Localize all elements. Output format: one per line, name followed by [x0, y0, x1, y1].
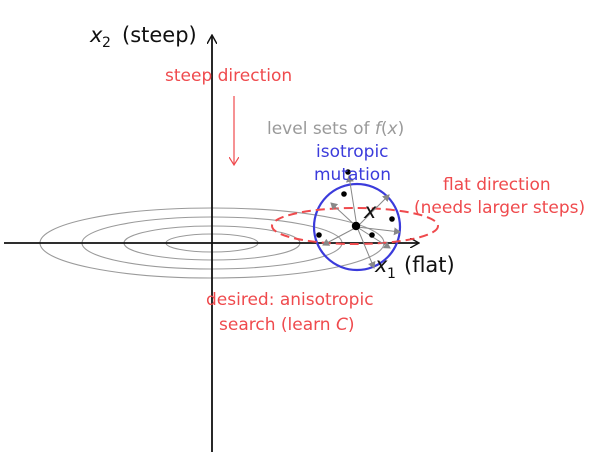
level-sets-label: level sets of f(x) [267, 119, 404, 139]
x2-axis-var: x [89, 23, 103, 47]
x1-axis-note: (flat) [404, 253, 455, 277]
steep-direction-label: steep direction [165, 66, 292, 86]
x2-axis-sub: 2 [102, 35, 111, 51]
flat-direction-line2: (needs larger steps) [414, 198, 585, 218]
sample-point [316, 232, 322, 238]
level-sets-func: f [375, 119, 384, 139]
sample-arrows [322, 175, 401, 269]
desired-line2-suffix: ) [348, 315, 355, 335]
sample-arrow [345, 175, 358, 228]
level-sets-var: x [387, 119, 399, 139]
point-label: x [363, 199, 377, 223]
sample-arrow [356, 194, 390, 228]
sample-arrow [330, 202, 358, 228]
sample-point [341, 191, 347, 197]
desired-line2-prefix: search (learn [219, 315, 336, 335]
sample-arrow [356, 226, 391, 249]
isotropic-line2: mutation [314, 165, 391, 185]
sample-arrow [356, 226, 401, 236]
mean-point [351, 221, 361, 231]
level-sets-prefix: level sets of [267, 119, 375, 139]
desired-line1: desired: anisotropic [206, 290, 374, 310]
x1-axis-var: x [374, 253, 388, 277]
x2-axis-note: (steep) [122, 23, 197, 47]
anisotropic-ellipse [271, 207, 439, 245]
isotropic-circle [312, 182, 402, 272]
sample-point [389, 216, 395, 222]
sample-point [369, 232, 375, 238]
sample-points [316, 169, 395, 238]
flat-direction-line1: flat direction [443, 175, 551, 195]
sample-arrow [322, 226, 358, 246]
sample-point [345, 169, 351, 175]
level-sets-open: ( [381, 119, 388, 139]
level-sets-close: ) [398, 119, 405, 139]
desired-line2: search (learn C) [219, 315, 355, 335]
isotropic-line1: isotropic [316, 142, 389, 162]
sample-arrow [356, 226, 376, 269]
x1-axis-sub: 1 [387, 266, 396, 282]
desired-line2-var: C [336, 315, 348, 335]
